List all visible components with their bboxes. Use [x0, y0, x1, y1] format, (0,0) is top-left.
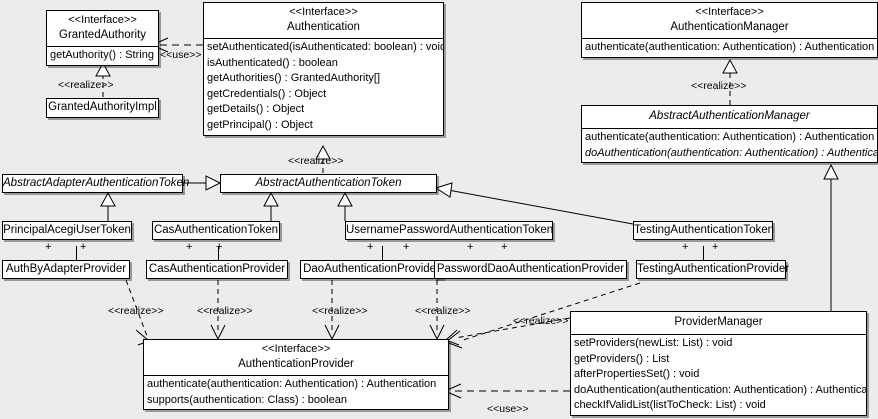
- member-row: afterPropertiesSet() : void: [574, 368, 700, 381]
- class-authentication[interactable]: <<Interface>> Authentication setAuthenti…: [203, 2, 444, 136]
- assoc-plus-marker: +: [467, 241, 474, 253]
- member-row: supports(authentication: Class) : boolea…: [147, 393, 347, 406]
- class-principal-acegi-user-token[interactable]: PrincipalAcegiUserToken: [2, 221, 132, 240]
- member-row: getDetails() : Object: [207, 103, 305, 116]
- class-granted-authority-impl[interactable]: GrantedAuthorityImpl: [46, 98, 159, 118]
- assoc-line-principal-token: [76, 246, 77, 260]
- class-name-label: CasAuthenticationToken: [153, 224, 279, 236]
- label-realize-password-dao-provider: <<realize>>: [415, 305, 471, 317]
- class-name-label: CasAuthenticationProvider: [148, 263, 286, 275]
- members-compartment: setProviders(newList: List) : void getPr…: [571, 334, 866, 415]
- label-realize-cas-provider: <<realize>>: [197, 305, 253, 317]
- class-auth-by-adapter-provider[interactable]: AuthByAdapterProvider: [2, 260, 130, 279]
- members-compartment: setAuthenticated(isAuthenticated: boolea…: [204, 38, 443, 135]
- member-row: doAuthentication(authentication: Authent…: [585, 146, 877, 159]
- assoc-plus-marker: +: [216, 241, 223, 253]
- members-compartment: authenticate(authentication: Authenticat…: [144, 375, 448, 409]
- assoc-plus-marker: +: [186, 241, 193, 253]
- label-realize-provider-manager: <<realize>>: [513, 315, 569, 327]
- assoc-line-username-token: [382, 246, 383, 260]
- class-cas-authentication-token[interactable]: CasAuthenticationToken: [152, 221, 280, 240]
- class-header: <<Interface>> Authentication: [204, 3, 443, 38]
- class-name-label: UsernamePasswordAuthenticationToken: [346, 224, 554, 236]
- label-realize-auth-by-adapter: <<realize>>: [108, 305, 164, 317]
- member-row: getAuthority() : String: [50, 49, 154, 61]
- label-realize-granted-authority-impl: <<realize>>: [58, 79, 114, 91]
- class-name-label: PrincipalAcegiUserToken: [3, 224, 131, 236]
- class-password-dao-authentication-provider[interactable]: PasswordDaoAuthenticationProvider: [434, 260, 627, 279]
- assoc-plus-marker: +: [403, 241, 410, 253]
- stereotype-label: <<Interface>>: [695, 6, 764, 18]
- class-header: AbstractAuthenticationManager: [582, 106, 877, 128]
- class-header: <<Interface>> AuthenticationManager: [582, 3, 877, 38]
- class-abstract-authentication-manager[interactable]: AbstractAuthenticationManager authentica…: [581, 105, 878, 164]
- assoc-plus-marker: +: [80, 241, 87, 253]
- class-granted-authority[interactable]: <<Interface>> GrantedAuthority getAuthor…: [46, 10, 159, 66]
- class-name-label: Authentication: [287, 21, 360, 33]
- label-realize-abstract-token: <<realize>>: [288, 155, 344, 167]
- assoc-line-cas-token: [218, 246, 219, 260]
- class-header: ProviderManager: [571, 312, 866, 334]
- class-name-label: ProviderManager: [674, 316, 763, 328]
- stereotype-label: <<Interface>>: [289, 6, 358, 18]
- class-name-label: AbstractAdapterAuthenticationToken: [3, 177, 190, 189]
- label-realize-abstract-auth-manager: <<realize>>: [691, 80, 747, 92]
- class-authentication-manager[interactable]: <<Interface>> AuthenticationManager auth…: [581, 2, 878, 58]
- assoc-plus-marker: +: [712, 241, 719, 253]
- class-name-label: AbstractAuthenticationManager: [649, 110, 810, 122]
- members-compartment: authenticate(authentication: Authenticat…: [582, 38, 877, 57]
- label-realize-dao-provider: <<realize>>: [312, 305, 368, 317]
- class-testing-authentication-provider[interactable]: TestingAuthenticationProvider: [636, 260, 790, 279]
- member-row: setAuthenticated(isAuthenticated: boolea…: [207, 41, 443, 53]
- class-name-label: GrantedAuthorityImpl: [48, 101, 157, 113]
- class-name-label: AuthenticationManager: [670, 21, 789, 33]
- class-header: <<Interface>> GrantedAuthority: [47, 11, 158, 46]
- members-compartment: getAuthority() : String: [47, 46, 158, 65]
- member-row: getProviders() : List: [574, 352, 670, 365]
- member-row: authenticate(authentication: Authenticat…: [585, 41, 875, 53]
- class-abstract-authentication-token[interactable]: AbstractAuthenticationToken: [220, 174, 437, 193]
- member-row: authenticate(authentication: Authenticat…: [585, 131, 875, 143]
- class-name-label: GrantedAuthority: [59, 29, 146, 41]
- assoc-line-testing-token: [703, 246, 704, 260]
- class-testing-authentication-token[interactable]: TestingAuthenticationToken: [633, 221, 775, 240]
- class-abstract-adapter-authentication-token[interactable]: AbstractAdapterAuthenticationToken: [2, 174, 189, 193]
- class-header: <<Interface>> AuthenticationProvider: [144, 340, 448, 375]
- assoc-plus-marker: +: [45, 241, 52, 253]
- member-row: authenticate(authentication: Authenticat…: [147, 378, 437, 390]
- assoc-plus-marker: +: [367, 241, 374, 253]
- class-authentication-provider[interactable]: <<Interface>> AuthenticationProvider aut…: [143, 339, 449, 411]
- class-name-label: PasswordDaoAuthenticationProvider: [436, 263, 625, 275]
- member-row: isAuthenticated() : boolean: [207, 56, 338, 69]
- class-name-label: AuthByAdapterProvider: [5, 263, 127, 275]
- class-name-label: TestingAuthenticationToken: [634, 224, 775, 236]
- label-use-granted-authority: <<use>>: [160, 49, 202, 61]
- class-name-label: DaoAuthenticationProvider: [303, 263, 440, 275]
- member-row: getPrincipal() : Object: [207, 118, 313, 131]
- members-compartment: authenticate(authentication: Authenticat…: [582, 128, 877, 162]
- class-dao-authentication-provider[interactable]: DaoAuthenticationProvider: [300, 260, 443, 279]
- class-cas-authentication-provider[interactable]: CasAuthenticationProvider: [146, 260, 288, 279]
- member-row: setProviders(newList: List) : void: [574, 337, 733, 349]
- member-row: getAuthorities() : GrantedAuthority[]: [207, 72, 381, 85]
- member-row: getCredentials() : Object: [207, 87, 327, 100]
- assoc-plus-marker: +: [501, 241, 508, 253]
- member-row: doAuthentication(authentication: Authent…: [574, 383, 866, 396]
- class-name-label: TestingAuthenticationProvider: [637, 263, 790, 275]
- class-name-label: AbstractAuthenticationToken: [255, 177, 402, 189]
- class-provider-manager[interactable]: ProviderManager setProviders(newList: Li…: [570, 311, 867, 416]
- member-row: checkIfValidList(listToCheck: List) : vo…: [574, 399, 766, 412]
- class-name-label: AuthenticationProvider: [238, 358, 354, 370]
- label-use-provider-manager: <<use>>: [487, 403, 529, 415]
- class-username-password-authentication-token[interactable]: UsernamePasswordAuthenticationToken: [345, 221, 553, 240]
- assoc-plus-marker: +: [682, 241, 689, 253]
- stereotype-label: <<Interface>>: [68, 14, 137, 26]
- stereotype-label: <<Interface>>: [261, 343, 331, 355]
